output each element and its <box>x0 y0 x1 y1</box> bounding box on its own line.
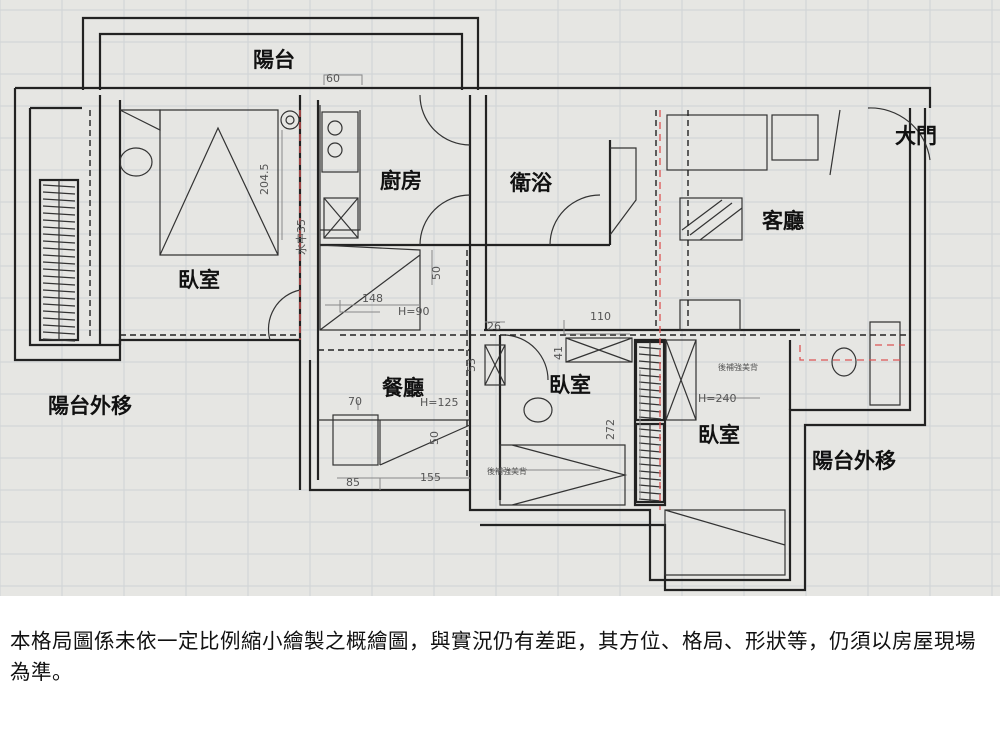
dim-h240: H=240 <box>698 392 736 405</box>
room-label-bathroom: 衛浴 <box>509 171 553 195</box>
note-reinforce-2: 後補強美背 <box>487 466 527 476</box>
hanger <box>638 346 662 350</box>
hanger <box>42 205 76 209</box>
hanger <box>638 409 662 413</box>
hanger <box>638 498 662 502</box>
dim-35: 水中35 <box>295 219 308 255</box>
room-label-living-room: 客廳 <box>762 209 804 233</box>
hanger <box>42 338 76 342</box>
hanger <box>42 219 76 223</box>
hanger <box>638 367 662 371</box>
room-label-kitchen: 廚房 <box>380 169 422 193</box>
dim-h125: H=125 <box>420 396 458 409</box>
floor-plan: 陽台 廚房 衛浴 客廳 大門 臥室 餐廳 臥室 臥室 陽台外移 陽台外移 60 … <box>0 0 1000 596</box>
hanger <box>42 226 76 230</box>
room-label-balcony-right: 陽台外移 <box>812 449 896 473</box>
hanger <box>638 491 662 495</box>
hanger <box>638 416 662 420</box>
hanger <box>42 233 76 237</box>
dim-110: 110 <box>590 310 611 323</box>
room-label-balcony-left: 陽台外移 <box>48 394 132 418</box>
hanger <box>42 254 76 258</box>
dim-h90: H=90 <box>398 305 430 318</box>
hanger <box>638 477 662 481</box>
dimension-lines <box>281 74 760 500</box>
hanger <box>42 303 76 307</box>
hanger <box>42 317 76 321</box>
hanger <box>42 268 76 272</box>
hanger <box>638 456 662 460</box>
hanger <box>42 240 76 244</box>
hanger <box>42 310 76 314</box>
wardrobe-hangers <box>38 178 666 504</box>
hanger <box>42 289 76 293</box>
hanger <box>42 247 76 251</box>
hanger <box>42 191 76 195</box>
hanger <box>638 435 662 439</box>
dim-148: 148 <box>362 292 383 305</box>
hanger <box>638 470 662 474</box>
hanger <box>638 484 662 488</box>
note-reinforce-1: 後補強美背 <box>718 362 758 372</box>
hanger <box>638 463 662 467</box>
dashed-lines <box>89 110 910 510</box>
dim-155: 155 <box>420 471 441 484</box>
dim-272: 272 <box>604 419 617 440</box>
room-label-main-door: 大門 <box>895 124 937 148</box>
dim-26: 26 <box>487 320 501 333</box>
paper-grid <box>0 0 1000 596</box>
hanger <box>42 282 76 286</box>
dim-70: 70 <box>348 395 362 408</box>
hanger <box>42 324 76 328</box>
hanger <box>638 388 662 392</box>
walls <box>13 16 932 592</box>
room-label-dining: 餐廳 <box>382 376 424 400</box>
hanger <box>42 261 76 265</box>
hanger <box>638 374 662 378</box>
hanger <box>638 381 662 385</box>
hanger <box>638 428 662 432</box>
dim-53: 53 <box>465 358 478 372</box>
room-label-bedroom-right: 臥室 <box>698 423 740 447</box>
dim-50b: 50 <box>428 431 441 445</box>
hanger <box>638 402 662 406</box>
room-label-bedroom-middle: 臥室 <box>549 373 591 397</box>
room-label-balcony: 陽台 <box>253 48 295 72</box>
dim-85: 85 <box>346 476 360 489</box>
hanger <box>42 275 76 279</box>
hanger <box>638 395 662 399</box>
hanger <box>42 198 76 202</box>
hanger <box>42 331 76 335</box>
dim-60: 60 <box>326 72 340 85</box>
hanger <box>638 442 662 446</box>
hanger <box>42 212 76 216</box>
room-label-bedroom-left: 臥室 <box>178 268 220 292</box>
dim-50a: 50 <box>430 266 443 280</box>
hanger <box>42 296 76 300</box>
disclaimer-caption: 本格局圖係未依一定比例縮小繪製之概繪圖，與實況仍有差距，其方位、格局、形狀等，仍… <box>10 629 976 684</box>
hanger <box>638 353 662 357</box>
hanger <box>638 449 662 453</box>
hanger <box>42 184 76 188</box>
dim-204-5: 204.5 <box>258 164 271 196</box>
dim-41: 41 <box>552 346 565 360</box>
hanger <box>638 360 662 364</box>
